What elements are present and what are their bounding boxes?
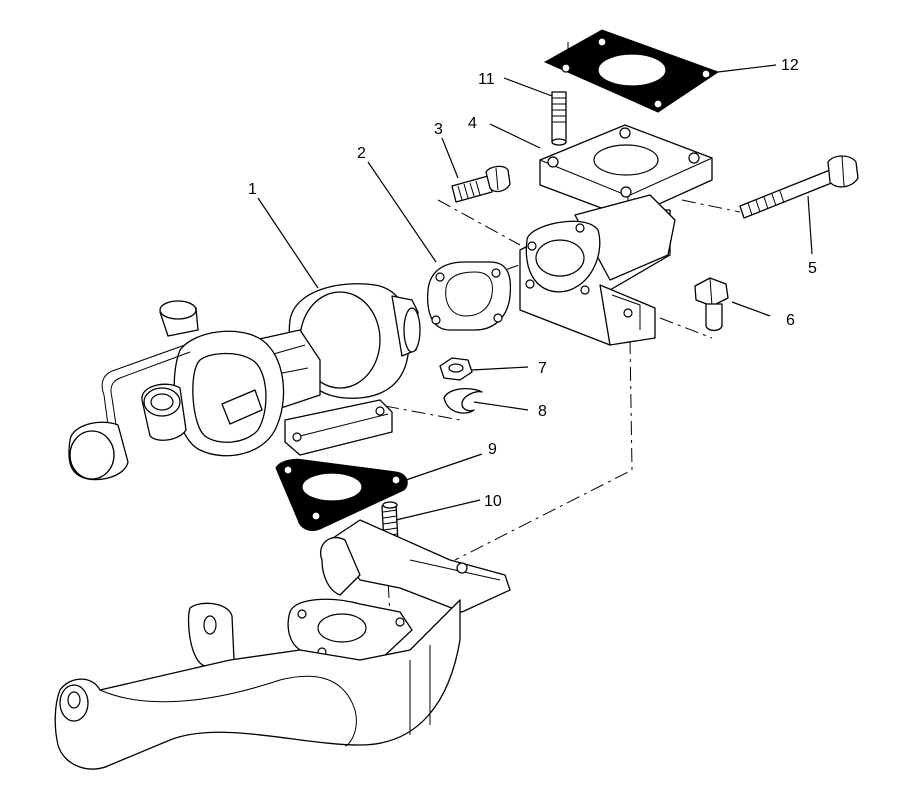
callout-1: 1	[248, 181, 257, 198]
callout-3: 3	[434, 121, 443, 138]
callout-11: 11	[478, 71, 495, 88]
leader-8	[473, 401, 529, 411]
callout-10: 10	[484, 493, 502, 510]
part-7-nut	[439, 357, 473, 381]
part-6-bolt	[694, 277, 729, 332]
leader-lines	[257, 64, 813, 521]
assembly-centerlines	[384, 199, 741, 616]
leader-1	[257, 197, 319, 289]
callout-2: 2	[357, 145, 366, 162]
leader-10	[395, 499, 481, 521]
part-2-gasket	[426, 261, 512, 331]
part-1-turbocharger	[68, 283, 421, 481]
callout-9: 9	[488, 441, 497, 458]
callout-12: 12	[781, 57, 799, 74]
callout-7: 7	[538, 360, 547, 377]
part-8-lock-washer	[443, 387, 483, 414]
leader-5	[807, 195, 813, 255]
callout-labels: 1 2 3 4 5 6 7 8 9 10 11 12	[248, 57, 817, 510]
callout-5: 5	[808, 260, 817, 277]
leader-6	[731, 301, 771, 317]
leader-3	[441, 137, 459, 179]
leader-11	[503, 77, 553, 97]
leader-4	[489, 123, 541, 149]
callout-4: 4	[468, 115, 477, 132]
leader-12	[717, 64, 777, 73]
part-3-bolt	[451, 165, 511, 203]
part-4-elbow-adapter	[519, 124, 713, 346]
exhaust-manifold	[54, 519, 511, 770]
leader-9	[405, 453, 483, 481]
callout-8: 8	[538, 403, 547, 420]
part-11-stud	[551, 91, 567, 146]
leader-7	[471, 366, 529, 371]
leader-2	[367, 161, 437, 263]
part-9-gasket	[275, 458, 408, 531]
callout-6: 6	[786, 312, 795, 329]
part-5-bolt	[739, 155, 859, 219]
part-12-gasket	[543, 29, 720, 113]
